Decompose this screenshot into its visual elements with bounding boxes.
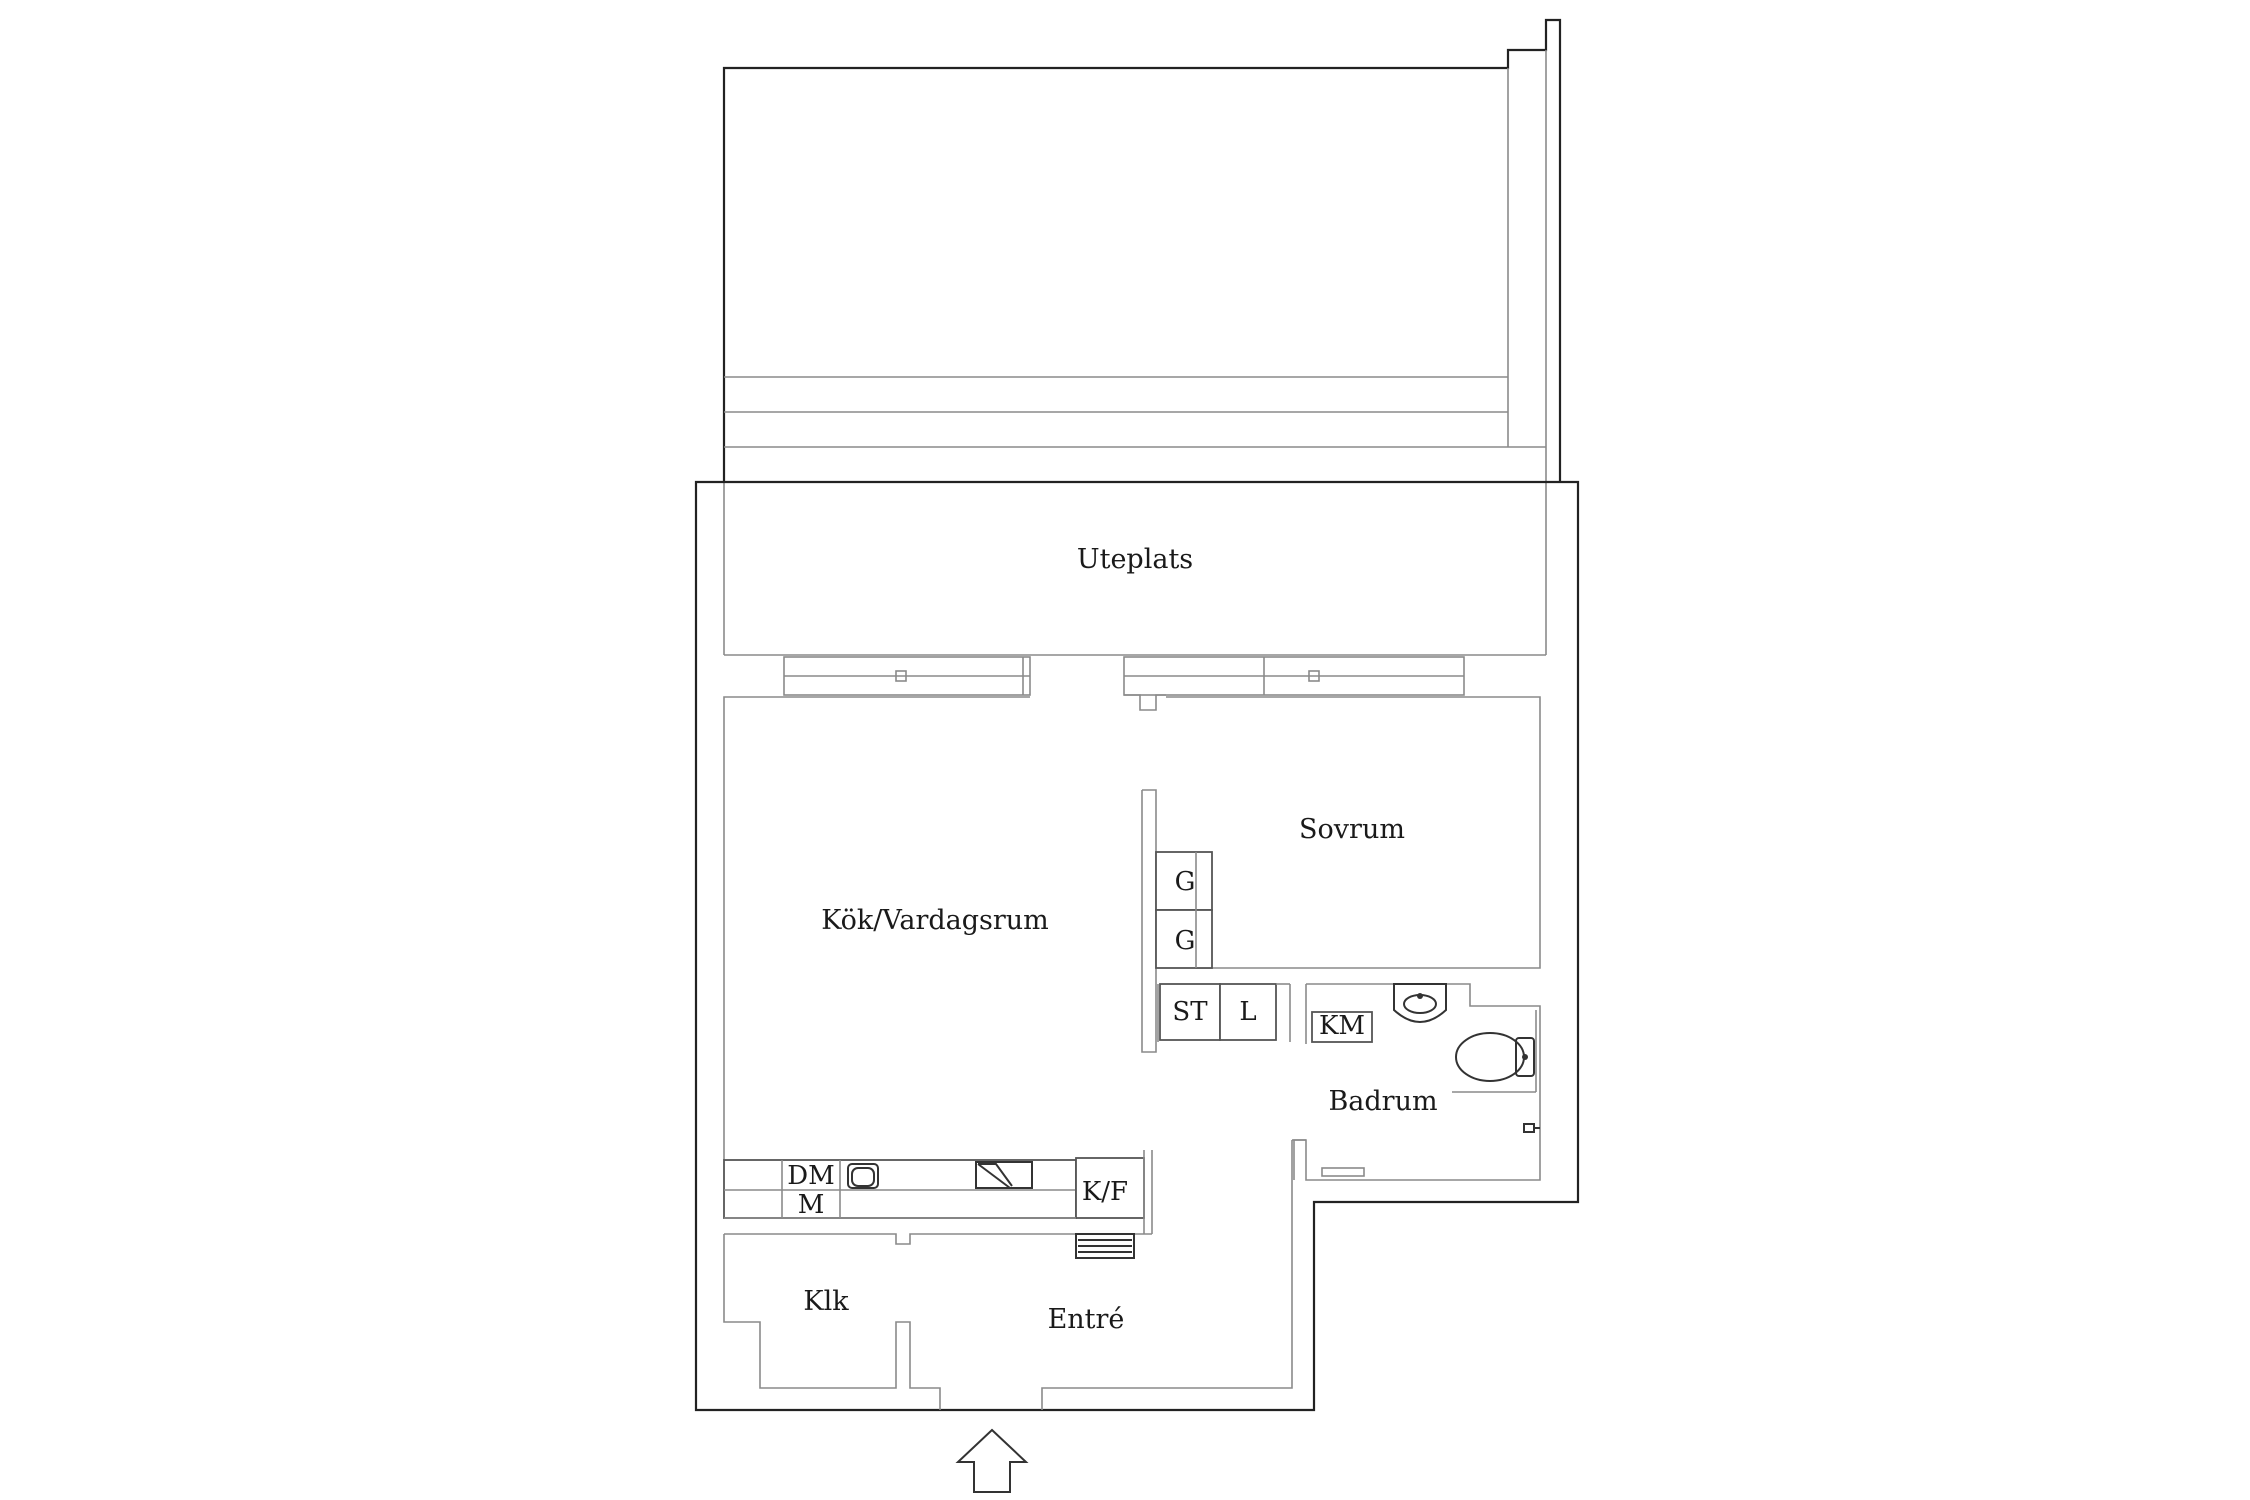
entrance-arrow-icon	[955, 1428, 1029, 1493]
fixture-label-km: KM	[1319, 1011, 1365, 1041]
stove-icon	[847, 1163, 879, 1189]
fixture-label-m: M	[798, 1190, 825, 1220]
toilet-icon	[1455, 1032, 1535, 1082]
counter-sink-icon	[975, 1161, 1033, 1189]
room-label-badrum: Badrum	[1328, 1086, 1437, 1117]
fixture-label-kf: K/F	[1082, 1177, 1128, 1207]
fixture-label-wardrobe-1: G	[1175, 867, 1196, 897]
fixture-label-l: L	[1239, 997, 1256, 1027]
fixture-label-dm: DM	[787, 1161, 834, 1191]
tap-icon	[1523, 1123, 1540, 1133]
room-label-klk: Klk	[803, 1286, 849, 1317]
fixture-label-wardrobe-2: G	[1175, 926, 1196, 956]
room-label-sovrum: Sovrum	[1299, 814, 1405, 845]
room-label-uteplats: Uteplats	[1077, 544, 1193, 575]
room-label-entre: Entré	[1048, 1304, 1125, 1335]
fixture-label-st: ST	[1172, 997, 1208, 1027]
outer-wall	[694, 480, 1580, 1412]
room-label-kok-vardagsrum: Kök/Vardagsrum	[821, 905, 1049, 936]
radiator-icon	[1075, 1233, 1135, 1259]
windows	[783, 656, 1465, 711]
interior-walls	[723, 696, 1541, 1410]
sink-icon	[1393, 983, 1447, 1023]
